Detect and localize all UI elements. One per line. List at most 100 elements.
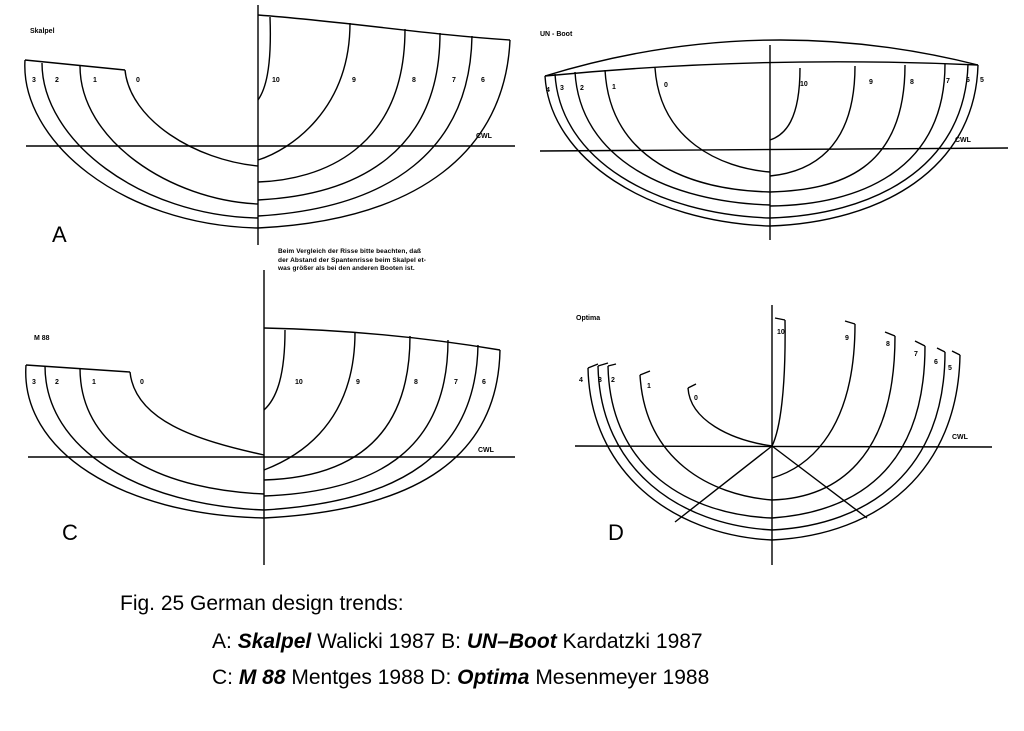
section-line	[597, 365, 773, 531]
note-line: der Abstand der Spantenrisse beim Skalpe…	[278, 256, 427, 264]
section-line	[24, 59, 259, 229]
station-label: 1	[93, 77, 97, 84]
section-line	[263, 349, 501, 519]
section-line	[257, 32, 441, 201]
section-line	[79, 367, 265, 495]
section-line	[771, 323, 856, 479]
station-label: 2	[55, 379, 59, 386]
sheer-line	[24, 59, 126, 71]
section-tick	[587, 362, 697, 389]
sheer-line	[257, 14, 511, 41]
waterline-b	[539, 147, 1009, 152]
boat-name: Skalpel	[237, 630, 312, 653]
section-line	[41, 62, 259, 219]
station-label: 3	[560, 85, 564, 92]
section-line	[574, 71, 771, 206]
body-plan-figure: Skalpel 3 2 1 0 10 9 8 7 6 CWL A UN - Bo…	[24, 5, 1009, 565]
section-line	[771, 351, 946, 531]
section-line	[771, 319, 786, 447]
station-label: 6	[481, 77, 485, 84]
section-line	[263, 329, 286, 411]
section-line	[129, 371, 265, 456]
station-label: 5	[948, 365, 952, 372]
section-line	[639, 374, 773, 501]
caption-line-2: C: M 88 Mentges 1988 D: Optima Mesenmeye…	[212, 666, 920, 690]
section-line	[263, 344, 479, 511]
figure-caption: Fig. 25 German design trends: A: Skalpel…	[120, 592, 920, 702]
section-line	[604, 69, 771, 193]
section-line	[79, 65, 259, 205]
caption-title: Fig. 25 German design trends:	[120, 592, 404, 615]
station-label: 9	[845, 335, 849, 342]
station-label: 1	[612, 84, 616, 91]
section-line	[263, 335, 411, 481]
section-line	[257, 22, 351, 161]
section-line	[263, 339, 449, 497]
section-line	[554, 73, 771, 219]
station-label: 8	[412, 77, 416, 84]
station-label: 10	[295, 379, 303, 386]
section-line	[257, 39, 511, 229]
section-line	[44, 365, 265, 511]
waterline-label-a: CWL	[476, 133, 493, 140]
deck-line	[544, 61, 979, 77]
station-label: 3	[32, 379, 36, 386]
caption-text: A:	[212, 630, 238, 653]
panel-c-title: M 88	[34, 335, 50, 342]
station-label: 8	[910, 79, 914, 86]
section-line	[257, 35, 473, 217]
station-label: 9	[869, 79, 873, 86]
station-label: 0	[136, 77, 140, 84]
waterline-d	[574, 445, 993, 448]
diagonal-line	[771, 445, 868, 519]
caption-line-1: A: Skalpel Walicki 1987 B: UN–Boot Karda…	[212, 630, 920, 654]
panel-d-drawing	[574, 305, 993, 565]
station-label: 7	[914, 351, 918, 358]
station-label: 4	[579, 377, 583, 384]
section-line	[263, 331, 356, 471]
section-line	[687, 387, 773, 447]
station-label: 7	[454, 379, 458, 386]
station-label: 6	[482, 379, 486, 386]
station-label: 0	[140, 379, 144, 386]
station-label: 9	[356, 379, 360, 386]
panel-b-title: UN - Boot	[540, 31, 573, 38]
station-label: 7	[452, 77, 456, 84]
panel-c-drawing	[25, 270, 515, 565]
station-label: 8	[886, 341, 890, 348]
section-tick	[774, 317, 961, 356]
station-label: 6	[966, 77, 970, 84]
station-label: 10	[800, 81, 808, 88]
station-label: 0	[664, 82, 668, 89]
station-label: 1	[92, 379, 96, 386]
station-label: 2	[580, 85, 584, 92]
station-label: 10	[272, 77, 280, 84]
caption-text: C:	[212, 666, 239, 689]
section-line	[257, 16, 272, 101]
panel-a-title: Skalpel	[30, 28, 55, 35]
caption-text: Walicki 1987 B:	[311, 630, 467, 653]
station-label: 6	[934, 359, 938, 366]
sheer-line	[544, 39, 979, 77]
section-line	[769, 64, 906, 193]
panel-d-title: Optima	[576, 315, 600, 322]
note-line: was größer als bei den anderen Booten is…	[278, 265, 415, 272]
section-line	[587, 367, 773, 541]
diagonal-line	[674, 445, 773, 523]
station-label: 2	[55, 77, 59, 84]
comparison-note: Beim Vergleich der Risse bitte beachten,…	[278, 248, 508, 274]
section-line	[257, 28, 406, 183]
section-line	[769, 67, 801, 141]
section-line	[769, 63, 946, 207]
caption-text: Mentges 1988 D:	[285, 666, 458, 689]
section-line	[771, 335, 896, 501]
station-label: 4	[546, 87, 550, 94]
boat-name: UN–Boot	[466, 630, 557, 653]
panel-letter-a: A	[52, 222, 67, 247]
section-line	[25, 364, 265, 519]
caption-text: Mesenmeyer 1988	[529, 666, 710, 689]
panel-a-drawing	[24, 5, 515, 245]
waterline-label-c: CWL	[478, 447, 495, 454]
sheer-line	[25, 364, 131, 373]
station-label: 3	[32, 77, 36, 84]
